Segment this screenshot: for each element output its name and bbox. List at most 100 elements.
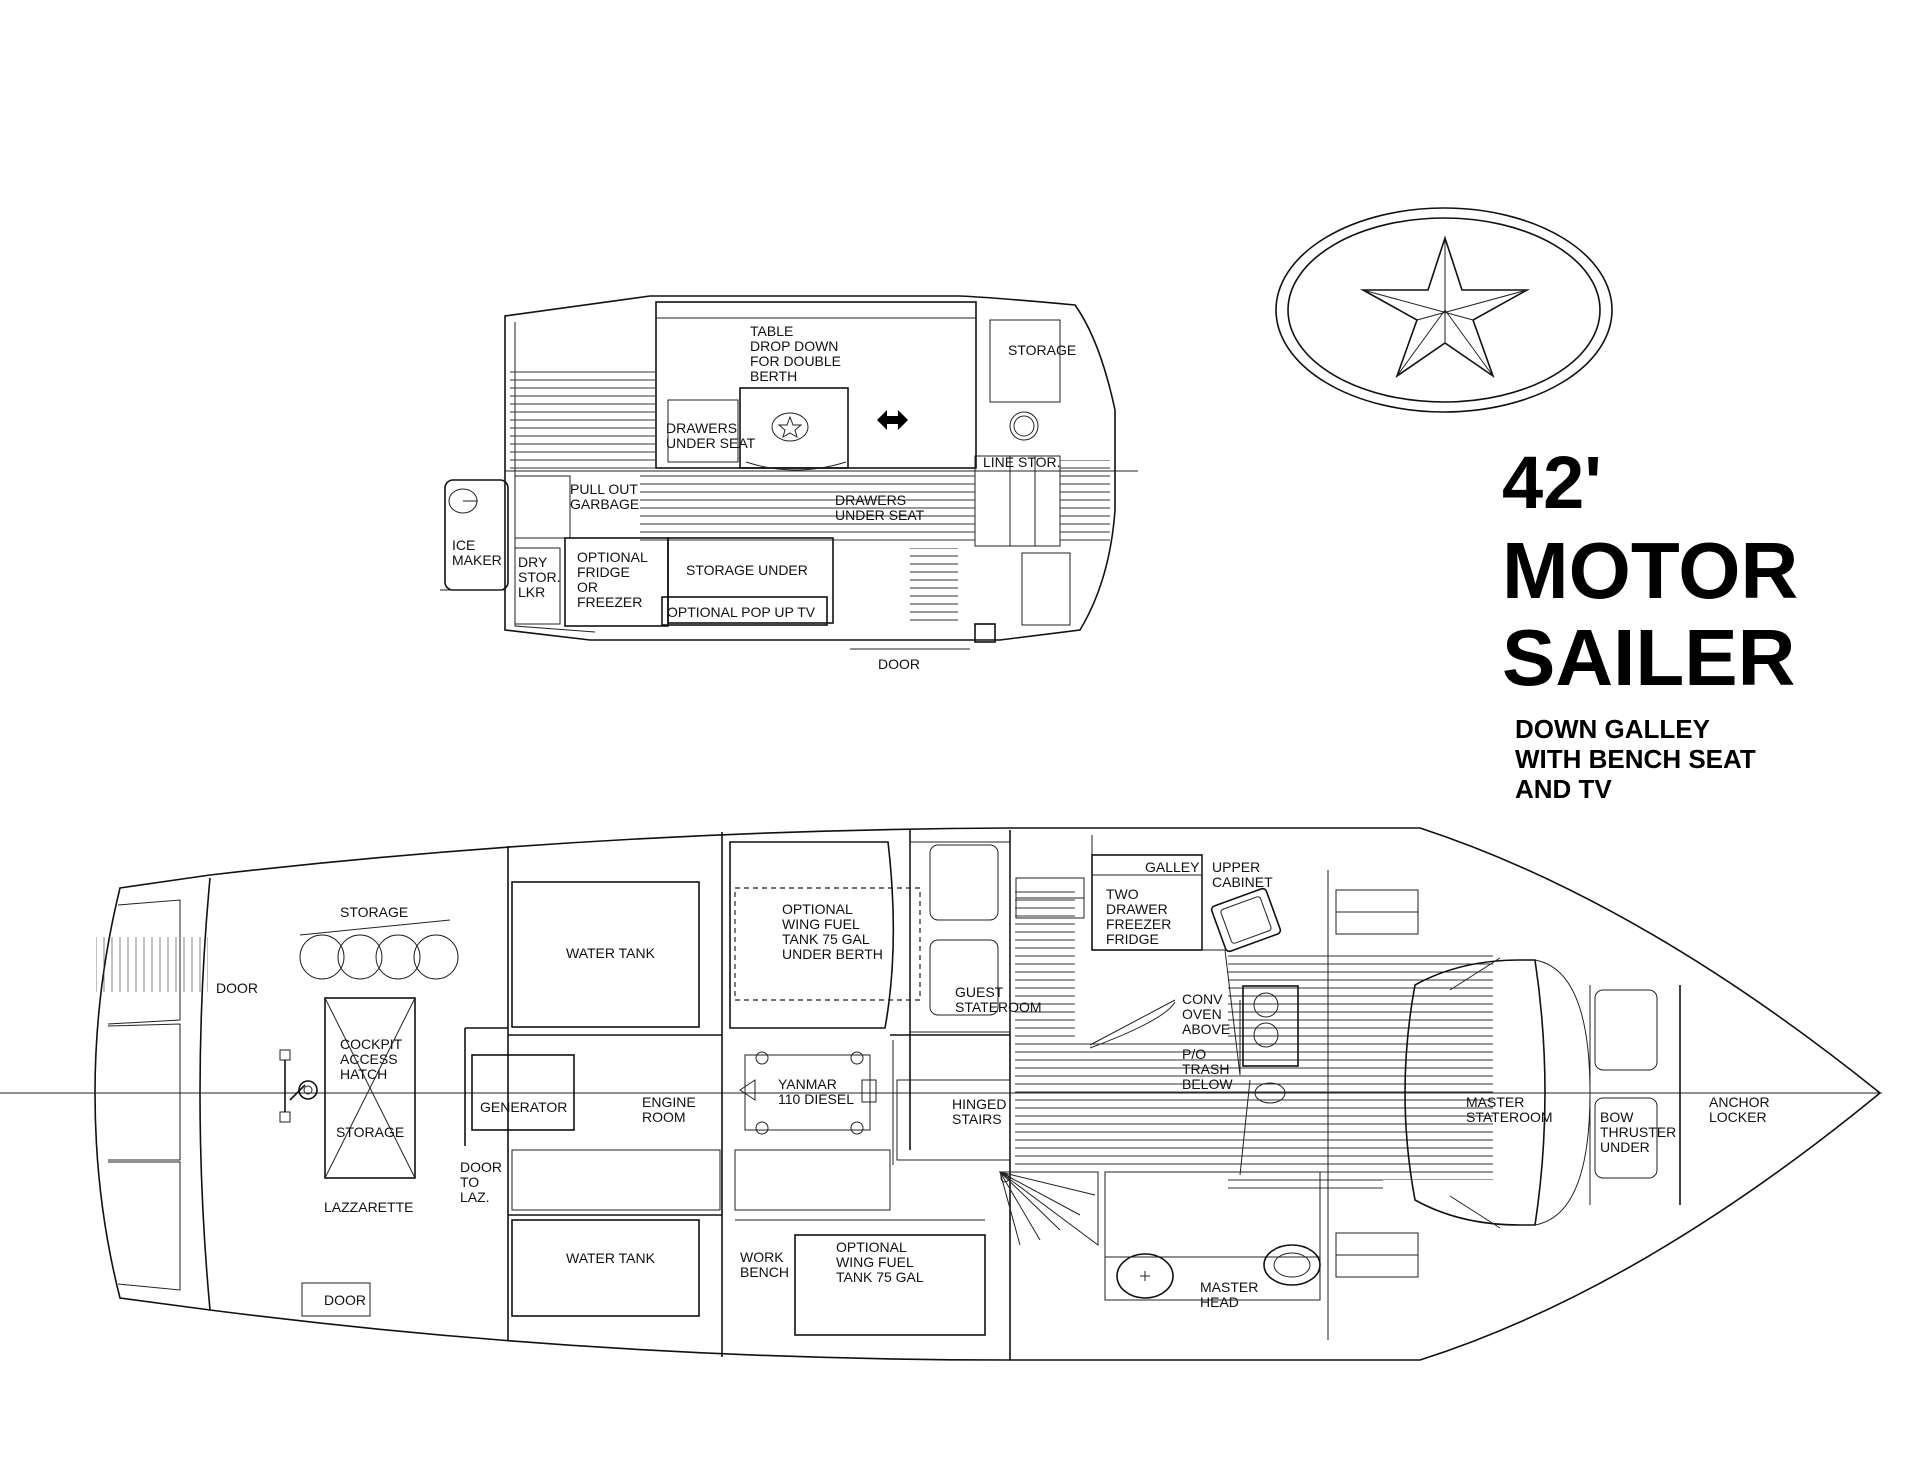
label-hinged-2: STAIRS — [952, 1111, 1002, 1127]
label-two-drawer-1: TWO — [1106, 886, 1139, 902]
label-cockpit-2: ACCESS — [340, 1051, 398, 1067]
title-block: 42' MOTOR SAILER DOWN GALLEY WITH BENCH … — [1502, 441, 1798, 804]
title-line3: SAILER — [1502, 613, 1795, 702]
head-sink-icon — [1263, 1244, 1321, 1286]
deck-planking — [1015, 885, 1075, 1045]
label-water-tank-bottom: WATER TANK — [566, 1250, 656, 1266]
label-two-drawer-4: FRIDGE — [1106, 931, 1159, 947]
label-conv-oven-3: ABOVE — [1182, 1021, 1230, 1037]
label-drawers2-1: DRAWERS — [835, 492, 906, 508]
engine-icon — [739, 1051, 877, 1135]
label-dry-stor-1: DRY — [518, 554, 548, 570]
label-cockpit-1: COCKPIT — [340, 1036, 403, 1052]
label-line-stor: LINE STOR. — [983, 454, 1061, 470]
label-ice-maker-1: ICE — [452, 537, 475, 553]
star-icon — [1359, 235, 1531, 379]
label-wing-bottom-1: OPTIONAL — [836, 1239, 907, 1255]
label-pull-out-2: GARBAGE — [570, 496, 639, 512]
label-bow-thruster-3: UNDER — [1600, 1139, 1650, 1155]
deck-planking — [1383, 950, 1493, 1180]
table-star-icon — [771, 412, 809, 442]
label-upper-cabinet-2: CABINET — [1212, 874, 1273, 890]
cockpit-hatch — [324, 997, 416, 1179]
label-drawers-1: DRAWERS — [666, 420, 737, 436]
label-hinged-1: HINGED — [952, 1096, 1006, 1112]
optional-fuel-tank-outline — [734, 887, 921, 1001]
galley-detail-plan: TABLE DROP DOWN FOR DOUBLE BERTH STORAGE… — [440, 295, 1138, 672]
label-door-upper: DOOR — [878, 656, 920, 672]
label-dry-stor-3: LKR — [518, 584, 545, 600]
deck-planking — [1060, 460, 1110, 545]
label-conv-oven-1: CONV — [1182, 991, 1223, 1007]
subtitle-line2: WITH BENCH SEAT — [1515, 744, 1756, 774]
subtitle-line3: AND TV — [1515, 774, 1612, 804]
deck-planking — [1228, 950, 1383, 1190]
title-line1: 42' — [1502, 441, 1602, 524]
label-master-state-2: STATEROOM — [1466, 1109, 1553, 1125]
label-drawers-2: UNDER SEAT — [666, 435, 756, 451]
label-wing-bottom-3: TANK 75 GAL — [836, 1269, 924, 1285]
stairs-icon — [998, 1171, 1099, 1246]
label-engine-room-1: ENGINE — [642, 1094, 696, 1110]
label-ice-maker-2: MAKER — [452, 552, 502, 568]
label-trash-3: BELOW — [1182, 1076, 1233, 1092]
label-engine-room-2: ROOM — [642, 1109, 686, 1125]
label-two-drawer-2: DRAWER — [1106, 901, 1168, 917]
pillow-icon — [929, 844, 999, 1016]
transom-steps — [96, 899, 208, 1291]
deck-planking — [510, 366, 655, 471]
label-yanmar-2: 110 DIESEL — [778, 1091, 854, 1107]
label-trash-1: P/O — [1182, 1046, 1206, 1062]
title-line2: MOTOR — [1502, 526, 1798, 615]
label-storage-2: STORAGE — [336, 1124, 404, 1140]
label-wing-top-3: TANK 75 GAL — [782, 931, 870, 947]
label-table-1: TABLE — [750, 323, 793, 339]
label-opt-fridge-1: OPTIONAL — [577, 549, 648, 565]
label-wing-bottom-2: WING FUEL — [836, 1254, 914, 1270]
label-anchor-2: LOCKER — [1709, 1109, 1767, 1125]
label-guest-2: STATEROOM — [955, 999, 1042, 1015]
label-master-head-1: MASTER — [1200, 1279, 1258, 1295]
label-door-laz-3: LAZ. — [460, 1189, 490, 1205]
label-storage-lower: STORAGE — [340, 904, 408, 920]
label-master-head-2: HEAD — [1200, 1294, 1239, 1310]
storage-tanks-icon — [299, 919, 459, 980]
toilet-icon — [1116, 1253, 1174, 1299]
deck-planking — [1015, 1040, 1235, 1165]
cooktop-icon — [1242, 985, 1299, 1067]
deck-planking — [910, 548, 958, 626]
label-cockpit-3: HATCH — [340, 1066, 387, 1082]
master-pillow-icon — [1594, 989, 1658, 1179]
label-wing-top-4: UNDER BERTH — [782, 946, 883, 962]
label-yanmar-1: YANMAR — [778, 1076, 837, 1092]
label-table-4: BERTH — [750, 368, 797, 384]
label-pull-out-1: PULL OUT — [570, 481, 638, 497]
hanging-locker-icon — [1015, 877, 1419, 1278]
label-work-bench-1: WORK — [740, 1249, 784, 1265]
deck-planking — [640, 473, 975, 541]
label-opt-fridge-3: OR — [577, 579, 598, 595]
label-storage-upper: STORAGE — [1008, 342, 1076, 358]
sink-icon — [448, 488, 478, 514]
label-master-state-1: MASTER — [1466, 1094, 1524, 1110]
label-bow-thruster-2: THRUSTER — [1600, 1124, 1676, 1140]
label-table-3: FOR DOUBLE — [750, 353, 841, 369]
label-conv-oven-2: OVEN — [1182, 1006, 1222, 1022]
steering-gear-icon — [279, 1049, 318, 1123]
label-opt-fridge-2: FRIDGE — [577, 564, 630, 580]
label-bow-thruster-1: BOW — [1600, 1109, 1634, 1125]
label-door-aft: DOOR — [216, 980, 258, 996]
label-table-2: DROP DOWN — [750, 338, 838, 354]
label-lazzarette: LAZZARETTE — [324, 1199, 413, 1215]
label-water-tank-top: WATER TANK — [566, 945, 656, 961]
label-two-drawer-3: FREEZER — [1106, 916, 1171, 932]
label-door-laz-2: TO — [460, 1174, 479, 1190]
label-pop-up-tv: OPTIONAL POP UP TV — [667, 604, 816, 620]
galley-sink-icon — [1210, 887, 1282, 953]
label-generator: GENERATOR — [480, 1099, 567, 1115]
label-door-bottom: DOOR — [324, 1292, 366, 1308]
generator-box — [471, 1054, 575, 1131]
label-upper-cabinet-1: UPPER — [1212, 859, 1260, 875]
label-dry-stor-2: STOR. — [518, 569, 561, 585]
